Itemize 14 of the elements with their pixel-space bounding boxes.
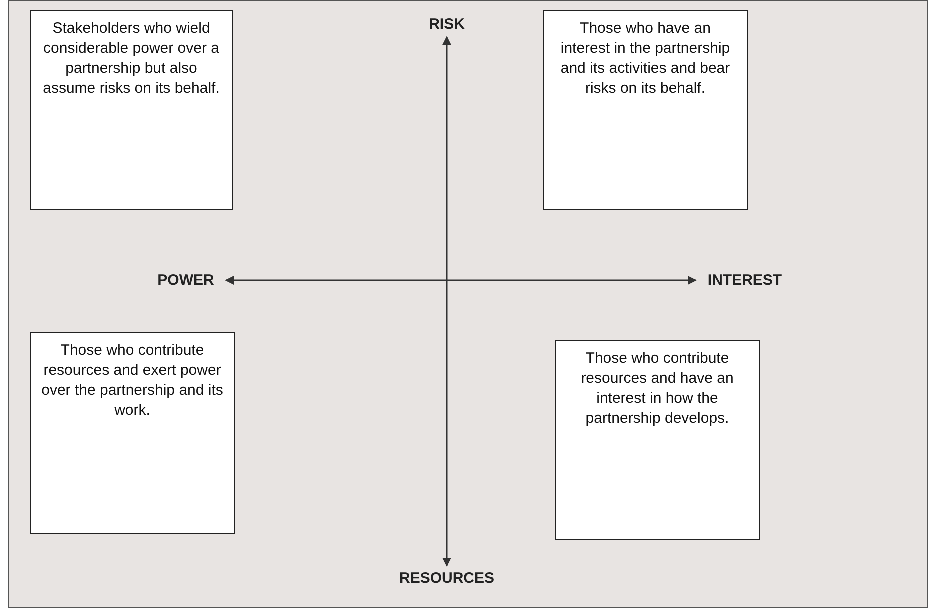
axis-arrow	[225, 276, 697, 285]
quadrant-box	[30, 10, 233, 210]
quadrant-description: Those who have an interest in the partnership and its activities and bear risks on its behalf.	[560, 19, 732, 99]
quadrant-description: Those who contribute resources and exert power over the partnership and its work.	[41, 341, 224, 421]
axis-label: RESOURCES	[397, 570, 497, 587]
quadrant-box	[30, 332, 235, 534]
axis-arrow	[442, 36, 452, 567]
quadrant-description: Those who contribute resources and have an interest in how the partnership develops.	[580, 349, 735, 429]
axis-label: RISK	[412, 16, 482, 33]
quadrant-box	[543, 10, 748, 210]
axis-label: INTEREST	[700, 272, 790, 289]
axis-label: POWER	[150, 272, 222, 289]
quadrant-description: Stakeholders who wield considerable power over a partnership but also assume risks on its behalf.	[42, 19, 221, 99]
quadrant-box	[555, 340, 760, 540]
